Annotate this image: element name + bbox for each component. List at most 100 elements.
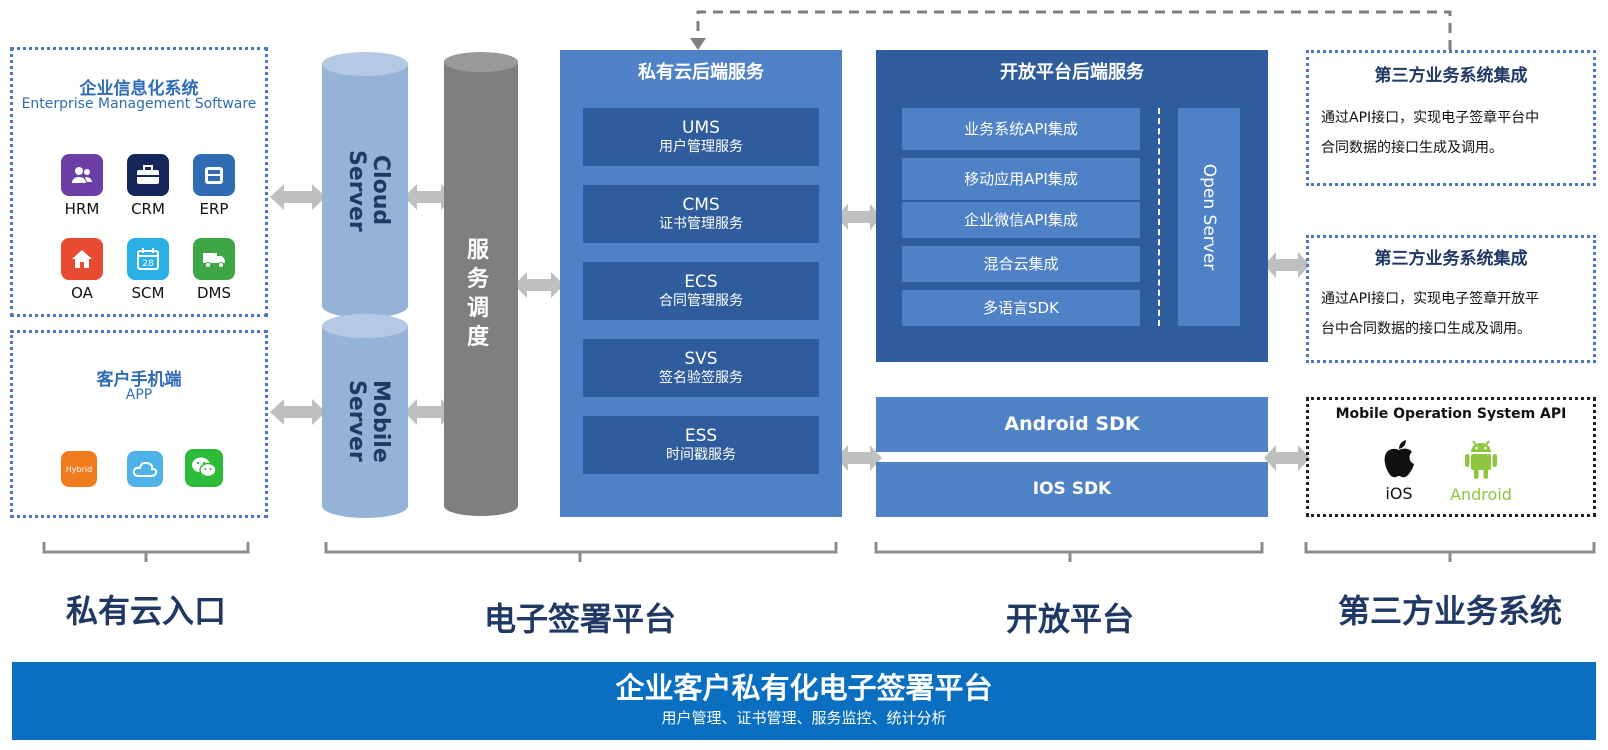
arrow-sdk-mobileos xyxy=(1264,445,1310,471)
enterprise-title: 企业信息化系统 xyxy=(79,79,199,99)
hybrid-label: Hybrid xyxy=(65,464,93,474)
footer-subtitle: 用户管理、证书管理、服务监控、统计分析 xyxy=(661,709,947,727)
truck-icon xyxy=(203,253,225,268)
third-party-title: 第三方业务系统集成 xyxy=(1374,249,1528,269)
mobile-title: 客户手机端 xyxy=(96,370,182,390)
api-wechat-work: 企业微信API集成 xyxy=(902,202,1140,238)
calendar-day: 28 xyxy=(142,259,154,269)
android-sdk-bar: Android SDK xyxy=(876,397,1268,452)
scm-app-icon: 28 xyxy=(127,238,169,280)
top-dashed-connector xyxy=(696,10,1452,50)
bracket-open-platform xyxy=(874,542,1264,562)
inbox-icon xyxy=(205,167,223,184)
api-business-system: 业务系统API集成 xyxy=(902,108,1140,150)
service-cms: CMS 证书管理服务 xyxy=(583,185,819,243)
section-private-entry: 私有云入口 xyxy=(65,592,226,630)
erp-app-icon xyxy=(193,154,235,196)
third-party-title: 第三方业务系统集成 xyxy=(1374,66,1528,86)
cloud-server-label-wrap: Cloud Server xyxy=(340,150,393,232)
hrm-label: HRM xyxy=(64,200,100,218)
service-desc: 证书管理服务 xyxy=(659,216,743,232)
third-party-desc-line1: 通过API接口，实现电子签章开放平 xyxy=(1321,291,1540,307)
wechat-icon xyxy=(185,449,223,487)
service-ecs: ECS 合同管理服务 xyxy=(583,262,819,320)
mobile-app-box: 客户手机端 APP Hybrid xyxy=(10,330,268,518)
service-name: UMS xyxy=(682,118,720,138)
service-desc: 签名验签服务 xyxy=(659,370,743,386)
crm-label: CRM xyxy=(131,200,165,218)
service-desc: 合同管理服务 xyxy=(659,293,743,309)
open-platform-title: 开放平台后端服务 xyxy=(1000,62,1144,83)
arrow-cloud-dispatch xyxy=(404,184,454,210)
service-ums: UMS 用户管理服务 xyxy=(583,108,819,166)
arrow-left-cloud xyxy=(270,184,326,210)
cloud-server-cylinder xyxy=(322,52,408,318)
third-party-desc-line1: 通过API接口，实现电子签章平台中 xyxy=(1321,110,1540,126)
cloud-icon xyxy=(127,451,163,487)
third-party-box-1: 第三方业务系统集成 通过API接口，实现电子签章平台中 合同数据的接口生成及调用… xyxy=(1306,50,1596,186)
private-cloud-panel: 私有云后端服务 UMS 用户管理服务 CMS 证书管理服务 ECS 合同管理服务… xyxy=(560,50,842,517)
third-party-desc-line2: 合同数据的接口生成及调用。 xyxy=(1321,140,1503,156)
mobile-server-label-wrap: Mobile Server xyxy=(340,380,393,463)
dispatch-cylinder xyxy=(444,52,518,516)
open-platform-panel: 开放平台后端服务 业务系统API集成 移动应用API集成 企业微信API集成 混… xyxy=(876,50,1268,362)
api-multi-language-sdk: 多语言SDK xyxy=(902,290,1140,326)
mobile-os-api-title: Mobile Operation System API xyxy=(1335,406,1567,422)
bracket-signing-platform xyxy=(324,542,838,562)
bracket-third-party xyxy=(1304,542,1596,562)
service-svs: SVS 签名验签服务 xyxy=(583,339,819,397)
service-desc: 用户管理服务 xyxy=(659,139,743,155)
crm-app-icon xyxy=(127,154,169,196)
dms-app-icon xyxy=(193,238,235,280)
android-label-text: Android xyxy=(1450,485,1512,504)
android-label: Android xyxy=(1439,485,1523,504)
top-connector-arrowhead xyxy=(690,38,706,50)
dms-label: DMS xyxy=(196,284,231,302)
third-party-desc-line2: 台中合同数据的接口生成及调用。 xyxy=(1321,321,1531,337)
third-party-box-2: 第三方业务系统集成 通过API接口，实现电子签章开放平 台中合同数据的接口生成及… xyxy=(1306,235,1596,363)
mobile-os-api-box: Mobile Operation System API iOS Android xyxy=(1306,397,1596,517)
cloud-server-label: Cloud Server xyxy=(344,150,393,232)
service-name: ESS xyxy=(684,426,718,446)
service-name: SVS xyxy=(684,349,718,369)
dispatch-label: 服务调度 xyxy=(466,238,489,350)
private-cloud-title: 私有云后端服务 xyxy=(638,62,764,83)
arrow-private-open xyxy=(836,204,882,230)
arrow-open-third xyxy=(1264,252,1310,278)
dashed-divider xyxy=(1158,108,1160,326)
service-desc: 时间戳服务 xyxy=(666,447,736,463)
arrow-left-mobile xyxy=(270,399,326,425)
hrm-app-icon xyxy=(61,154,103,196)
apple-icon xyxy=(1384,440,1414,478)
ios-sdk-bar: IOS SDK xyxy=(876,462,1268,517)
android-icon xyxy=(1465,440,1497,479)
briefcase-icon xyxy=(137,165,159,184)
users-icon xyxy=(72,167,92,183)
footer-banner: 企业客户私有化电子签署平台 用户管理、证书管理、服务监控、统计分析 xyxy=(12,662,1596,740)
enterprise-systems-box: 企业信息化系统 Enterprise Management Software H… xyxy=(10,47,268,317)
open-server-label: Open Server xyxy=(1199,163,1219,271)
oa-app-icon xyxy=(61,238,103,280)
mobile-subtitle: APP xyxy=(125,387,153,403)
hybrid-icon: Hybrid xyxy=(61,451,97,487)
oa-label: OA xyxy=(71,284,93,302)
arrow-dispatch-private xyxy=(514,272,564,298)
arrow-private-sdk xyxy=(836,445,882,471)
section-open-platform: 开放平台 xyxy=(1005,600,1134,638)
mobile-server-cylinder xyxy=(322,314,408,518)
home-icon xyxy=(72,250,92,268)
scm-label: SCM xyxy=(131,284,165,302)
ios-label: iOS xyxy=(1385,484,1413,503)
bracket-private-entry xyxy=(42,542,250,562)
footer-title: 企业客户私有化电子签署平台 xyxy=(615,671,993,705)
api-mobile-app: 移动应用API集成 xyxy=(902,158,1140,200)
service-ess: ESS 时间戳服务 xyxy=(583,416,819,474)
erp-label: ERP xyxy=(199,200,229,218)
enterprise-subtitle: Enterprise Management Software xyxy=(21,96,257,112)
arrow-mobile-dispatch xyxy=(404,399,454,425)
section-third-party: 第三方业务系统 xyxy=(1337,592,1562,630)
section-signing-platform: 电子签署平台 xyxy=(483,600,676,638)
api-hybrid-cloud: 混合云集成 xyxy=(902,246,1140,282)
mobile-server-label: Mobile Server xyxy=(344,380,393,463)
